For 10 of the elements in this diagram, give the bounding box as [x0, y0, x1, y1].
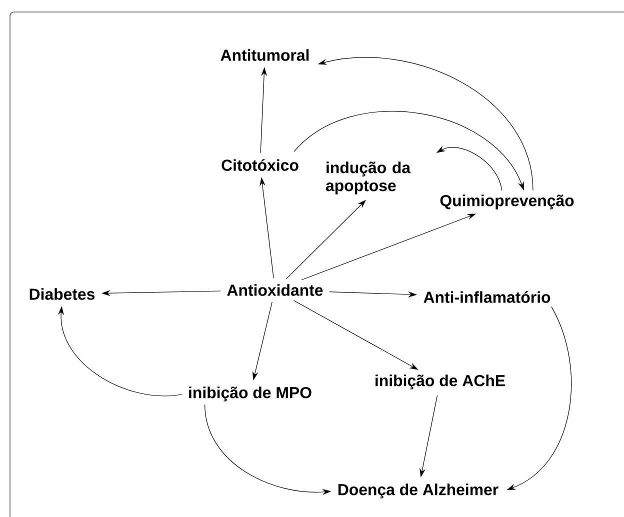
node-label: Anti-inflamatório: [424, 291, 550, 303]
node-label: inibição de AChE: [376, 374, 505, 390]
node-label: Doença de Alzheimer: [338, 484, 498, 498]
node-label: Diabetes: [30, 288, 95, 300]
node-label: Citotóxico: [222, 159, 298, 171]
node-label: Antioxidante: [227, 284, 323, 296]
node-label: inibição de MPO: [189, 386, 312, 402]
node-label: Antitumoral: [220, 49, 309, 61]
node-label: indução da apoptose: [326, 162, 411, 194]
node-label: Quimioprevenção: [440, 194, 574, 210]
